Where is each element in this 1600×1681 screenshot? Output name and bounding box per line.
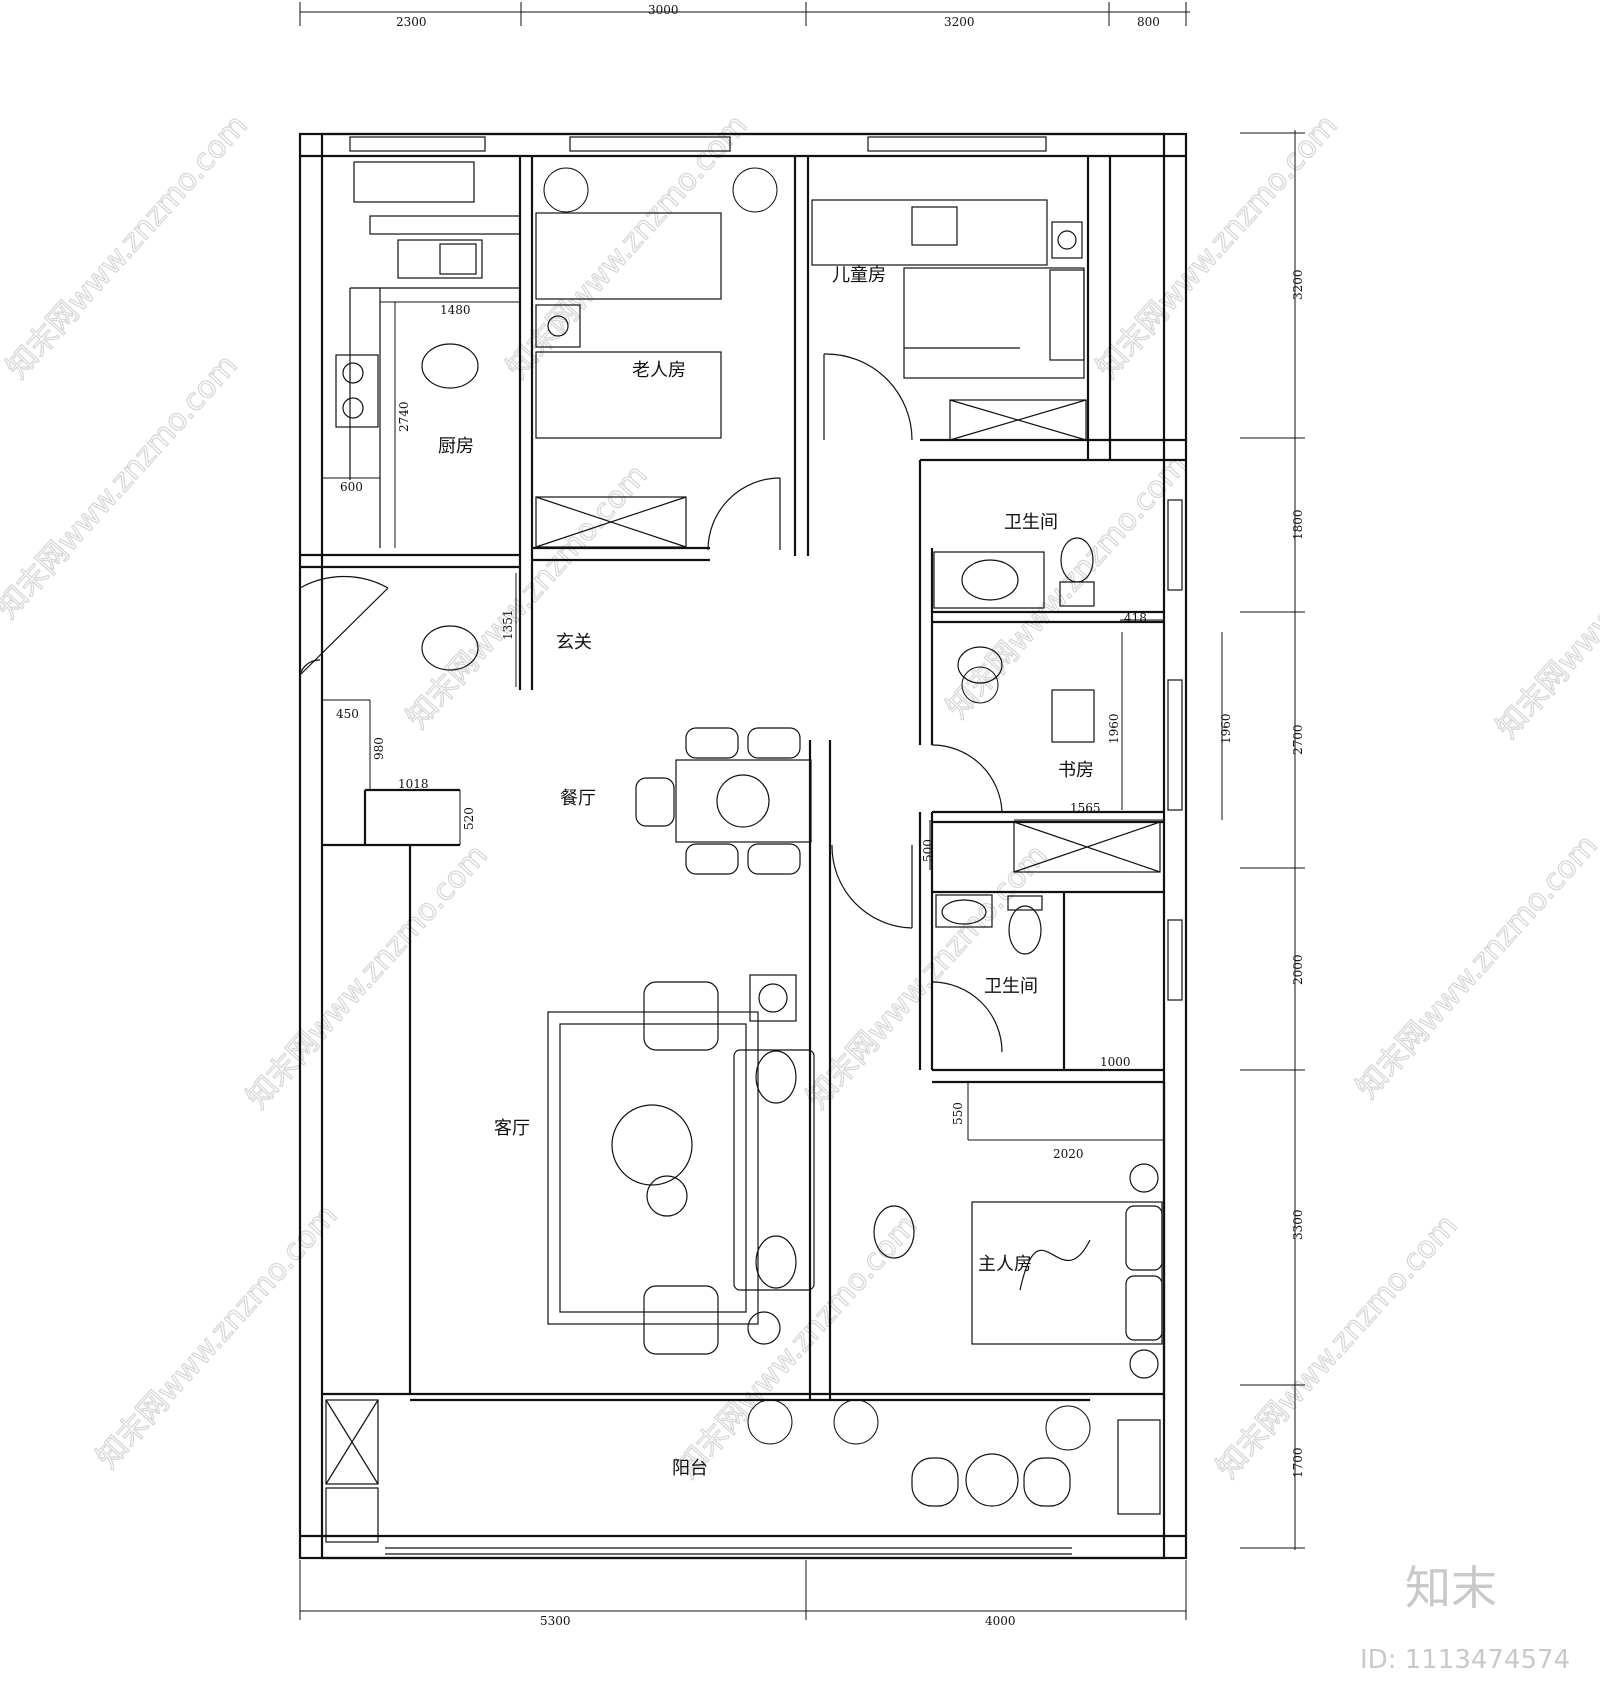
- dim-label: 4000: [985, 1614, 1016, 1628]
- master-furniture: [971, 1163, 1163, 1379]
- watermark-text: 知末网www.znzmo.com: [500, 108, 755, 385]
- watermark-text: 知末网www.znzmo.com: [1090, 108, 1345, 385]
- dim-label: 1700: [1291, 1447, 1305, 1478]
- living-furniture: [547, 974, 815, 1355]
- dimension-right: 3200 1800 2700 2000 3300 1700: [1240, 130, 1305, 1550]
- dim-label: 600: [340, 480, 363, 494]
- room-label-entry: 玄关: [556, 632, 592, 653]
- room-label-elder: 老人房: [632, 360, 686, 381]
- brand-logo: 知末: [1405, 1561, 1497, 1615]
- dim-label: 1960: [1107, 713, 1121, 744]
- dim-label: 3300: [1291, 1209, 1305, 1240]
- dimension-top: 2300 3000 3200 800: [299, 2, 1190, 29]
- room-label-bathroom-mid: 卫生间: [984, 976, 1038, 997]
- room-label-kitchen: 厨房: [438, 436, 474, 457]
- dim-label: 3000: [648, 3, 679, 17]
- bathroom-mid-fixtures: [935, 894, 1043, 955]
- people-figures: [421, 343, 1003, 1289]
- dim-label: 2300: [396, 15, 427, 29]
- interior-walls: [300, 156, 1186, 1402]
- dim-label: 1018: [398, 777, 429, 791]
- dim-label: 3200: [1291, 269, 1305, 300]
- dim-label: 5300: [540, 1614, 571, 1628]
- dining-furniture: [635, 727, 812, 875]
- doors: [299, 353, 1003, 1053]
- dim-label: 1960: [1219, 713, 1233, 744]
- study-furniture: [961, 666, 1161, 873]
- elder-room-furniture: [535, 167, 778, 548]
- outer-walls: [298, 132, 1188, 1560]
- dim-label: 550: [951, 1102, 965, 1125]
- watermark-text: 知末网www.znzmo.com: [0, 108, 254, 385]
- dim-label: 2700: [1291, 724, 1305, 755]
- room-label-dining: 餐厅: [560, 788, 596, 809]
- watermark-text: 知末网www.znzmo.com: [1350, 828, 1600, 1105]
- dim-label: 980: [372, 737, 386, 760]
- dim-label: 1565: [1070, 801, 1101, 815]
- kids-room-furniture: [811, 199, 1087, 441]
- room-label-bathroom-top: 卫生间: [1004, 512, 1058, 533]
- watermark-text: 知末网www.znzmo.com: [400, 458, 655, 735]
- watermark-text: 知末网www.znzmo.com: [90, 1198, 345, 1475]
- watermark-text: 知末网www.znzmo.com: [240, 838, 495, 1115]
- dim-label: 2740: [397, 401, 411, 432]
- inner-dimensions: 1480 2740 600 1351 450 980 1018 520 418 …: [322, 301, 1233, 1161]
- room-label-study: 书房: [1058, 760, 1094, 781]
- watermark-text: 知末网www.znzmo.com: [0, 348, 244, 625]
- dim-label: 1800: [1291, 509, 1305, 540]
- room-label-kids: 儿童房: [832, 265, 886, 286]
- dim-label: 800: [1137, 15, 1160, 29]
- watermark-text: 知末网www.znzmo.com: [1210, 1208, 1465, 1485]
- kitchen-fixtures: [335, 161, 521, 548]
- dimension-bottom: 5300 4000: [299, 1560, 1187, 1628]
- watermark-group: 知末网www.znzmo.com 知末网www.znzmo.com 知末网www…: [0, 108, 1600, 1486]
- image-id: ID: 1113474574: [1360, 1645, 1570, 1675]
- room-label-master: 主人房: [978, 1254, 1032, 1275]
- dim-label: 1480: [440, 303, 471, 317]
- watermark-text: 知末网www.znzmo.com: [670, 1208, 925, 1485]
- dim-label: 418: [1124, 611, 1147, 625]
- balcony-furniture: [325, 1399, 1161, 1543]
- dim-label: 2020: [1053, 1147, 1084, 1161]
- dim-label: 520: [462, 807, 476, 830]
- watermark-text: 知末网www.znzmo.com: [1490, 468, 1600, 745]
- dim-label: 3200: [944, 15, 975, 29]
- room-label-living: 客厅: [494, 1118, 530, 1139]
- dim-label: 1351: [501, 609, 515, 640]
- dim-label: 1000: [1100, 1055, 1131, 1069]
- dim-label: 2000: [1291, 954, 1305, 985]
- room-label-balcony: 阳台: [672, 1458, 708, 1479]
- bathroom-top-fixtures: [933, 537, 1095, 609]
- dim-label: 450: [336, 707, 359, 721]
- room-labels: 厨房 老人房 儿童房 卫生间 玄关 书房 餐厅 卫生间 客厅 主人房 阳台: [438, 265, 1094, 1479]
- watermark-text: 知末网www.znzmo.com: [940, 448, 1195, 725]
- dim-label: 500: [921, 839, 935, 862]
